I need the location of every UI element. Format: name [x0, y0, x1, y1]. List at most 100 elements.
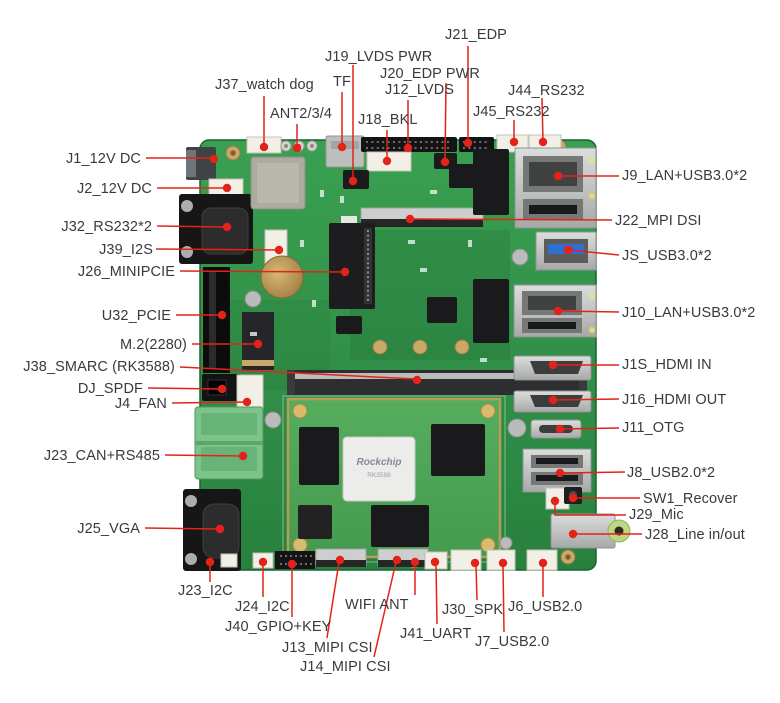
i2c-conn-j23	[220, 553, 238, 568]
label-j25-vga: J25_VGA	[77, 521, 140, 537]
dot-j4-fan	[242, 397, 252, 407]
dot-j2-12v-dc	[222, 183, 232, 193]
leader-j20-edp-pwr	[444, 82, 447, 162]
dot-j38-smarc	[412, 375, 422, 385]
dot-dj-spdf	[217, 384, 227, 394]
label-j13-mipi-csi: J13_MIPI CSI	[282, 640, 373, 656]
label-j30-spk: J30_SPK	[442, 602, 504, 618]
dot-j23-i2c	[205, 557, 215, 567]
line-jack-j28	[550, 513, 631, 549]
pcie-slot-u32	[203, 267, 230, 373]
dot-j44-rs232	[538, 137, 548, 147]
minipcie-socket-j26	[329, 216, 375, 309]
leader-js-usb3	[568, 249, 620, 256]
pmic-chip	[298, 505, 332, 539]
dot-j40-gpio-key	[287, 559, 297, 569]
label-j16-hdmi-out: J16_HDMI OUT	[622, 392, 727, 408]
standoffs	[372, 339, 470, 355]
leader-j10-lan-usb3	[558, 310, 620, 313]
silkscreen-bits	[250, 190, 487, 362]
label-j11-otg: J11_OTG	[622, 420, 685, 436]
label-sw1-recover: SW1_Recover	[643, 491, 738, 507]
dot-j37-watch-dog	[259, 142, 269, 152]
label-j38-smarc: J38_SMARC (RK3588)	[23, 359, 175, 375]
dot-sw1-recover	[568, 493, 578, 503]
leader-j39-i2s	[155, 248, 279, 251]
leader-dj-spdf	[147, 387, 222, 390]
label-j8-usb2x2: J8_USB2.0*2	[627, 465, 716, 481]
label-j18-bkl: J18_BKL	[358, 112, 418, 128]
leader-j23-can-rs485	[164, 454, 243, 457]
lan-led	[589, 327, 595, 333]
label-j45-rs232: J45_RS232	[473, 104, 550, 120]
fan-conn-j4	[236, 374, 264, 412]
dot-j11-otg	[555, 424, 565, 434]
label-j10-lan-usb3: J10_LAN+USB3.0*2	[622, 305, 756, 321]
label-j39-i2s: J39_I2S	[99, 242, 153, 258]
coin-battery	[260, 255, 304, 299]
dot-j1s-hdmi-in	[548, 360, 558, 370]
leader-j25-vga	[144, 527, 220, 530]
label-j28-line-in-out: J28_Line in/out	[645, 527, 745, 543]
label-wifi-ant: WIFI ANT	[345, 597, 409, 613]
dot-m2-2280	[253, 339, 263, 349]
lan-led	[589, 193, 595, 199]
rockchip-soc: Rockchip RK3588	[342, 436, 416, 502]
label-u32-pcie: U32_PCIE	[101, 308, 171, 324]
label-j29-mic: J29_Mic	[629, 507, 684, 523]
dot-j45-rs232	[509, 137, 519, 147]
dot-u32-pcie	[217, 310, 227, 320]
dot-j13-mipi-csi	[335, 555, 345, 565]
dot-j20-edp-pwr	[440, 157, 450, 167]
capacitors	[244, 248, 529, 550]
lan-led	[589, 293, 595, 299]
label-j21-edp: J21_EDP	[445, 27, 507, 43]
leader-j13-mipi-csi	[326, 561, 340, 639]
label-j41-uart: J41_UART	[400, 626, 472, 642]
label-tf: TF	[333, 74, 351, 90]
leader-j26-minipcie	[179, 270, 345, 273]
label-j23-can-rs485: J23_CAN+RS485	[43, 448, 160, 464]
dot-ant234	[292, 143, 302, 153]
leader-j41-uart	[435, 563, 438, 625]
dot-j7-usb2	[498, 558, 508, 568]
ram-chip-1	[299, 427, 339, 485]
label-j19-lvds-pwr: J19_LVDS PWR	[325, 49, 433, 65]
dot-j18-bkl	[382, 156, 392, 166]
dot-j10-lan-usb3	[553, 306, 563, 316]
label-j44-rs232: J44_RS232	[508, 83, 585, 99]
emmc-chip	[371, 505, 429, 547]
dot-js-usb3	[563, 245, 573, 255]
dot-j1-12v-dc	[209, 154, 219, 164]
label-j32-rs232x2: J32_RS232*2	[61, 219, 152, 235]
smarc-module-rk3588: Rockchip RK3588	[286, 397, 502, 559]
dot-j26-minipcie	[340, 267, 350, 277]
leader-j22-mpi-dsi	[410, 218, 613, 221]
label-j23-i2c: J23_I2C	[178, 583, 233, 599]
dot-j12-lvds	[403, 143, 413, 153]
wifi-shield-module	[250, 156, 306, 210]
dot-j25-vga	[215, 524, 225, 534]
dot-j41-uart	[430, 557, 440, 567]
dot-j9-lan-usb3	[553, 171, 563, 181]
leader-j11-otg	[560, 427, 620, 430]
label-dj-spdf: DJ_SPDF	[77, 381, 143, 397]
label-j1s-hdmi-in: J1S_HDMI IN	[622, 357, 712, 373]
dot-j28-line-in-out	[568, 529, 578, 539]
label-j26-minipcie: J26_MINIPCIE	[77, 264, 175, 280]
label-m2-2280: M.2(2280)	[120, 337, 187, 353]
soc-model-text: RK3588	[367, 472, 391, 479]
dot-j8-usb2x2	[555, 468, 565, 478]
dot-j14-mipi-csi	[392, 555, 402, 565]
dot-j6-usb2	[538, 558, 548, 568]
label-j4-fan: J4_FAN	[114, 396, 167, 412]
label-j24-i2c: J24_I2C	[235, 599, 290, 615]
dot-j39-i2s	[274, 245, 284, 255]
leader-j16-hdmi-out	[553, 398, 620, 401]
label-j14-mipi-csi: J14_MIPI CSI	[300, 659, 391, 675]
label-j37-watch-dog: J37_watch dog	[215, 77, 314, 93]
ram-chip-2	[431, 424, 485, 476]
label-j6-usb2: J6_USB2.0	[508, 599, 583, 615]
